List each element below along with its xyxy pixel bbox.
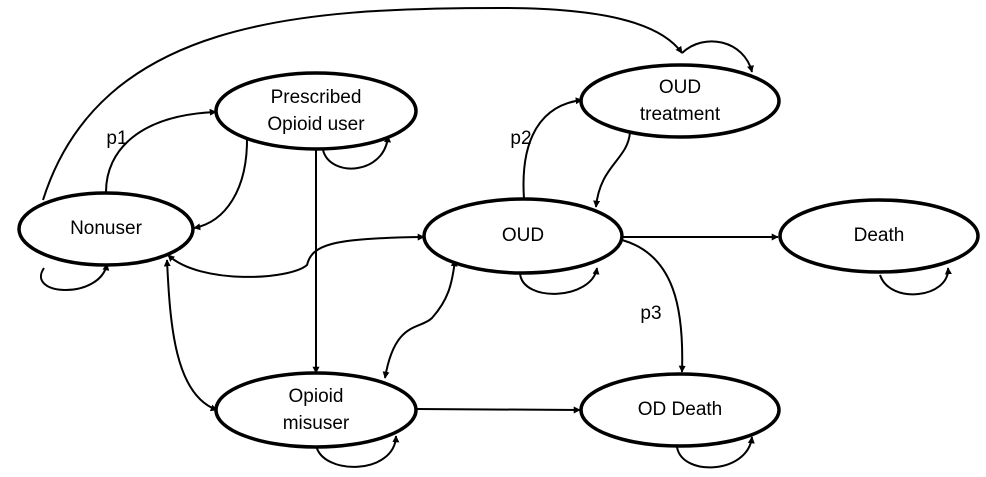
node-nonuser-ellipse bbox=[17, 191, 195, 267]
edge-oud-to-od-death bbox=[621, 239, 686, 373]
self-loop-death bbox=[879, 267, 952, 296]
node-nonuser: Nonuser bbox=[17, 191, 195, 267]
edge-label-p1: p1 bbox=[106, 128, 127, 149]
self-loop-misuser bbox=[315, 435, 400, 468]
node-oud-ellipse bbox=[422, 197, 624, 275]
node-prescribed-opioid-user: Prescribed Opioid user bbox=[214, 71, 418, 151]
self-loop-oud-treatment bbox=[681, 40, 754, 73]
node-treatment-label-line2: treatment bbox=[640, 104, 721, 125]
node-opioid-misuser: Opioid misuser bbox=[214, 371, 418, 449]
edge-nonuser-to-prescribed bbox=[105, 108, 217, 193]
node-misuser-label-line2: misuser bbox=[283, 413, 350, 434]
node-prescribed-ellipse bbox=[214, 71, 418, 151]
node-od-death-ellipse bbox=[579, 372, 781, 448]
edges bbox=[42, 6, 779, 414]
nodes: Nonuser Prescribed Opioid user Opioid mi… bbox=[17, 63, 980, 449]
node-death-ellipse bbox=[778, 198, 980, 274]
edge-misuser-oud bbox=[382, 259, 458, 379]
node-death-label: Death bbox=[854, 225, 905, 246]
node-nonuser-label: Nonuser bbox=[70, 218, 142, 239]
edge-nonuser-oud bbox=[167, 233, 425, 278]
edge-nonuser-misuser bbox=[163, 259, 218, 412]
edge-labels: p1 p2 p3 bbox=[106, 128, 661, 324]
edge-prescribed-to-nonuser bbox=[193, 135, 249, 231]
node-prescribed-label-line2: Opioid user bbox=[267, 114, 365, 135]
node-prescribed-label-line1: Prescribed bbox=[271, 87, 362, 108]
node-misuser-ellipse bbox=[214, 371, 418, 449]
self-loops bbox=[40, 40, 952, 469]
edge-misuser-to-od-death bbox=[416, 406, 581, 414]
node-treatment-label-line1: OUD bbox=[659, 77, 701, 98]
node-misuser-label-line1: Opioid bbox=[289, 386, 344, 407]
edge-treatment-to-oud bbox=[593, 131, 631, 208]
edge-oud-to-treatment bbox=[522, 97, 583, 200]
self-loop-od-death bbox=[676, 436, 755, 469]
self-loop-oud bbox=[519, 267, 600, 295]
node-oud-label: OUD bbox=[502, 225, 544, 246]
node-oud-treatment: OUD treatment bbox=[579, 63, 781, 139]
self-loop-prescribed bbox=[322, 135, 391, 170]
self-loop-nonuser bbox=[40, 263, 110, 291]
node-death: Death bbox=[778, 198, 980, 274]
edge-label-p3: p3 bbox=[640, 303, 661, 324]
edge-nonuser-to-oud-treatment bbox=[42, 6, 683, 201]
edge-label-p2: p2 bbox=[510, 128, 531, 149]
node-oud: OUD bbox=[422, 197, 624, 275]
node-od-death-label: OD Death bbox=[638, 399, 722, 420]
node-treatment-ellipse bbox=[579, 63, 781, 139]
node-od-death: OD Death bbox=[579, 372, 781, 448]
